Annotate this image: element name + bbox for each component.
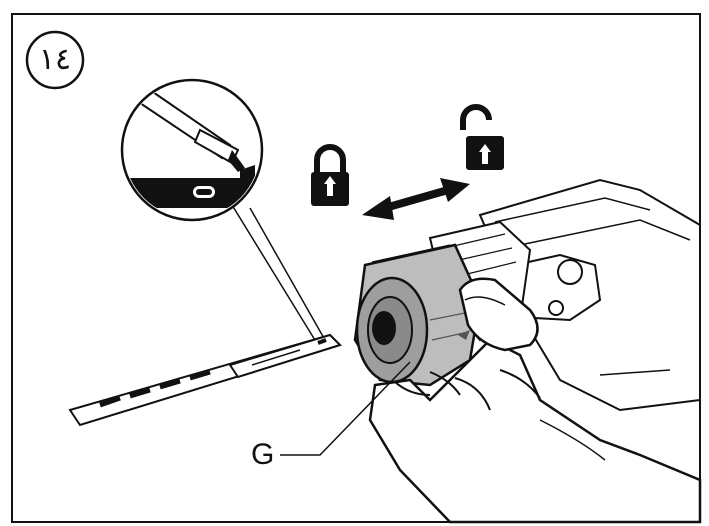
hand — [368, 277, 702, 524]
callout-label-g: G — [251, 438, 275, 471]
step-number-badge — [25, 30, 85, 90]
callout-leader-g — [280, 361, 411, 456]
drill-bit — [68, 333, 342, 427]
padlock-closed-icon — [311, 144, 349, 206]
padlock-open-icon — [460, 104, 504, 170]
double-arrow-icon — [362, 178, 470, 220]
detail-magnifier — [120, 78, 326, 346]
chuck — [353, 243, 482, 387]
